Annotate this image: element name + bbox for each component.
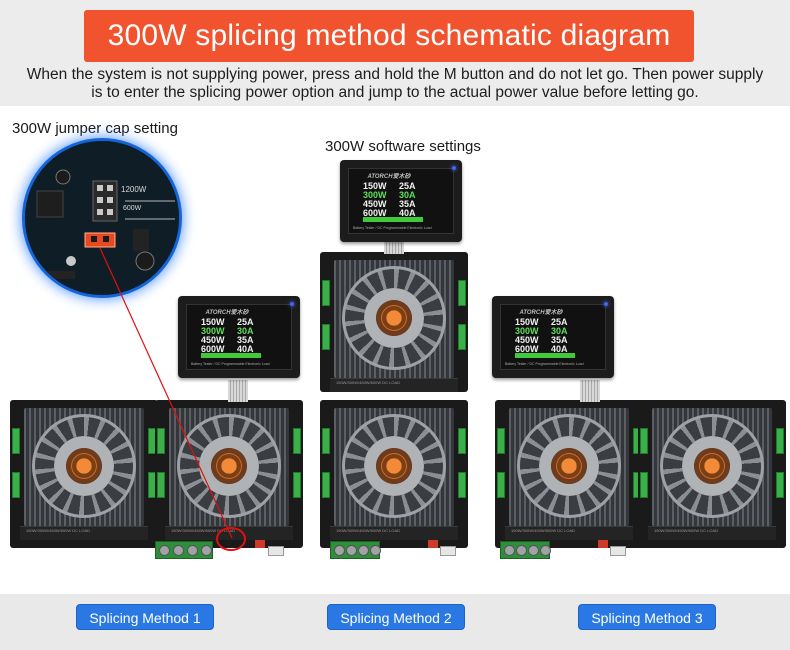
status-led-icon bbox=[604, 302, 608, 306]
label-1200w: 1200W bbox=[121, 185, 146, 194]
module-label: 150W/300W/450W/600W DC LOAD bbox=[26, 528, 90, 533]
status-led-icon bbox=[452, 166, 456, 170]
page-subtitle: When the system is not supplying power, … bbox=[20, 66, 770, 102]
jumper-zoom-view: 1200W 600W bbox=[22, 138, 182, 298]
load-module: 150W/300W/450W/600W DC LOAD bbox=[10, 400, 158, 548]
module-label: 150W/300W/450W/600W DC LOAD bbox=[336, 528, 400, 533]
load-module: 150W/300W/450W/600W DC LOAD bbox=[320, 400, 468, 548]
module-label: 150W/300W/450W/600W DC LOAD bbox=[336, 380, 400, 385]
power-terminal-block bbox=[500, 541, 550, 559]
power-terminal-block bbox=[155, 541, 213, 559]
jumper-board-closeup bbox=[25, 141, 182, 298]
splicing-method-1-button[interactable]: Splicing Method 1 bbox=[76, 604, 214, 630]
software-caption: 300W software settings bbox=[325, 138, 481, 155]
label-600w: 600W bbox=[123, 205, 141, 212]
module-label: 150W/300W/450W/600W DC LOAD bbox=[511, 528, 575, 533]
module-label: 150W/300W/450W/600W DC LOAD bbox=[654, 528, 718, 533]
page-title: 300W splicing method schematic diagram bbox=[84, 10, 694, 62]
splicing-method-2-button[interactable]: Splicing Method 2 bbox=[327, 604, 465, 630]
status-led-icon bbox=[290, 302, 294, 306]
load-module: 150W/300W/450W/600W DC LOAD bbox=[638, 400, 786, 548]
load-module: 150W/300W/450W/600W DC LOAD bbox=[320, 252, 468, 392]
jumper-caption: 300W jumper cap setting bbox=[12, 120, 178, 137]
load-module: 150W/300W/450W/600W DC LOAD bbox=[495, 400, 643, 548]
power-terminal-block bbox=[330, 541, 380, 559]
jumper-highlight-circle bbox=[214, 526, 248, 552]
splicing-method-3-button[interactable]: Splicing Method 3 bbox=[578, 604, 716, 630]
